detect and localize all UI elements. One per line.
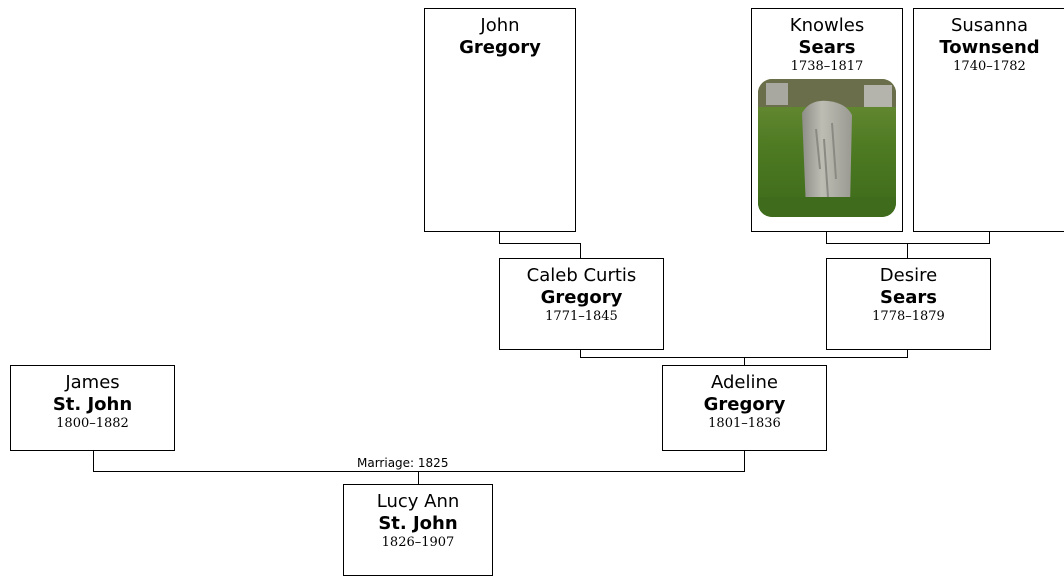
connector-line xyxy=(744,450,745,472)
person-card-lucy-stjohn[interactable]: Lucy Ann St. John 1826–1907 xyxy=(343,484,493,576)
person-card-knowles-sears[interactable]: Knowles Sears 1738–1817 xyxy=(751,8,903,232)
connector-line xyxy=(989,232,990,244)
given-name: Caleb Curtis xyxy=(526,265,637,286)
person-card-susanna-townsend[interactable]: Susanna Townsend 1740–1782 xyxy=(913,8,1064,232)
person-card-desire-sears[interactable]: Desire Sears 1778–1879 xyxy=(826,258,991,350)
connector-line xyxy=(907,243,908,258)
life-dates: 1740–1782 xyxy=(953,59,1026,74)
connector-line xyxy=(907,349,908,358)
person-card-caleb-gregory[interactable]: Caleb Curtis Gregory 1771–1845 xyxy=(499,258,664,350)
given-name: Knowles xyxy=(789,15,865,36)
surname: Gregory xyxy=(703,394,786,415)
person-card-john-gregory[interactable]: John Gregory xyxy=(424,8,576,232)
life-dates: 1801–1836 xyxy=(708,416,781,431)
connector-line xyxy=(93,471,745,472)
given-name: Desire xyxy=(879,265,938,286)
connector-line xyxy=(826,232,827,244)
surname: St. John xyxy=(52,394,133,415)
given-name: Lucy Ann xyxy=(376,491,460,512)
connector-line xyxy=(580,243,581,258)
connector-line xyxy=(418,471,419,484)
connector-line xyxy=(93,450,94,472)
life-dates: 1738–1817 xyxy=(790,59,864,74)
life-dates: 1800–1882 xyxy=(56,416,129,431)
surname: Sears xyxy=(798,37,856,58)
person-card-adeline-gregory[interactable]: Adeline Gregory 1801–1836 xyxy=(662,365,827,451)
given-name: James xyxy=(65,372,120,393)
life-dates: 1778–1879 xyxy=(872,309,945,324)
given-name: Adeline xyxy=(711,372,778,393)
surname: Townsend xyxy=(939,37,1040,58)
life-dates: 1826–1907 xyxy=(381,535,455,550)
life-dates: 1771–1845 xyxy=(545,309,618,324)
given-name: John xyxy=(480,15,520,36)
surname: Sears xyxy=(880,287,937,308)
given-name: Susanna xyxy=(950,15,1029,36)
surname: Gregory xyxy=(459,37,541,58)
connector-line xyxy=(744,357,745,365)
surname: St. John xyxy=(378,513,458,534)
person-card-james-stjohn[interactable]: James St. John 1800–1882 xyxy=(10,365,175,451)
connector-line xyxy=(826,243,990,244)
gravestone-photo[interactable] xyxy=(758,79,896,217)
marriage-label: Marriage: 1825 xyxy=(355,456,451,470)
connector-line xyxy=(499,243,581,244)
connector-line xyxy=(580,349,581,358)
surname: Gregory xyxy=(540,287,623,308)
connector-line xyxy=(499,232,500,244)
